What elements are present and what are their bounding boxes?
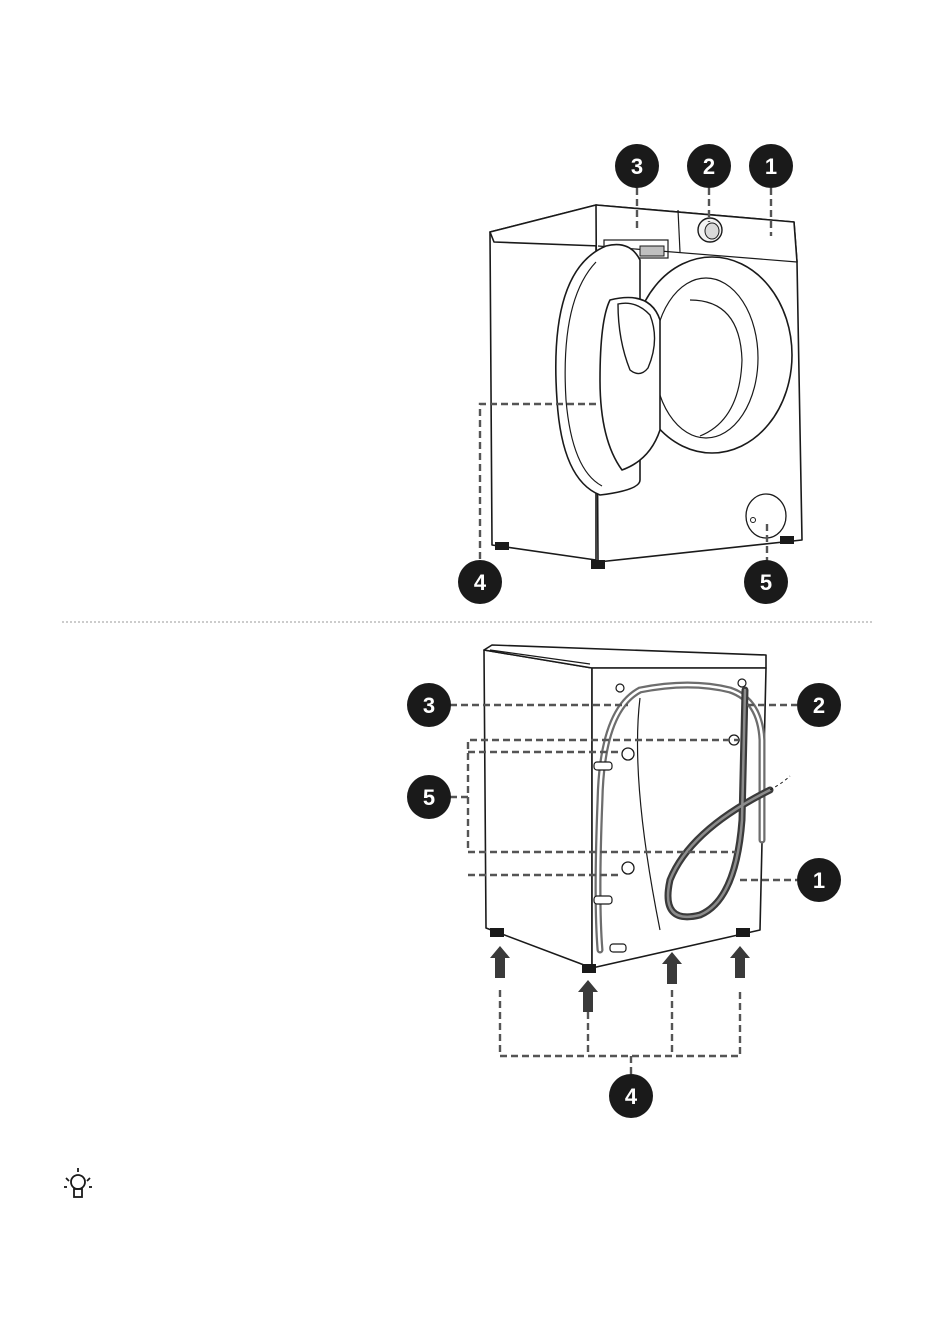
front-view-illustration	[490, 205, 802, 569]
rear-callout-4: 4	[609, 1074, 653, 1118]
front-callout-5: 5	[744, 560, 788, 604]
lightbulb-icon	[64, 1168, 92, 1197]
rear-callout-5: 5	[407, 775, 451, 819]
svg-text:1: 1	[813, 868, 825, 893]
up-arrow-icon	[490, 946, 510, 978]
front-callout-4: 4	[458, 560, 502, 604]
up-arrow-icon	[662, 952, 682, 984]
front-callout-1: 1	[749, 144, 793, 188]
svg-text:2: 2	[813, 693, 825, 718]
front-callout-3: 3	[615, 144, 659, 188]
svg-text:4: 4	[625, 1084, 638, 1109]
rear-callout-2: 2	[797, 683, 841, 727]
up-arrow-icon	[578, 980, 598, 1012]
svg-text:1: 1	[765, 154, 777, 179]
up-arrow-icon	[730, 946, 750, 978]
svg-text:4: 4	[474, 570, 487, 595]
rear-view-illustration	[484, 645, 790, 973]
svg-text:5: 5	[423, 785, 435, 810]
front-callout-2: 2	[687, 144, 731, 188]
svg-text:5: 5	[760, 570, 772, 595]
svg-text:3: 3	[423, 693, 435, 718]
svg-text:2: 2	[703, 154, 715, 179]
svg-text:3: 3	[631, 154, 643, 179]
filter-cover-icon	[746, 494, 786, 538]
rear-callout-1: 1	[797, 858, 841, 902]
rear-callout-3: 3	[407, 683, 451, 727]
